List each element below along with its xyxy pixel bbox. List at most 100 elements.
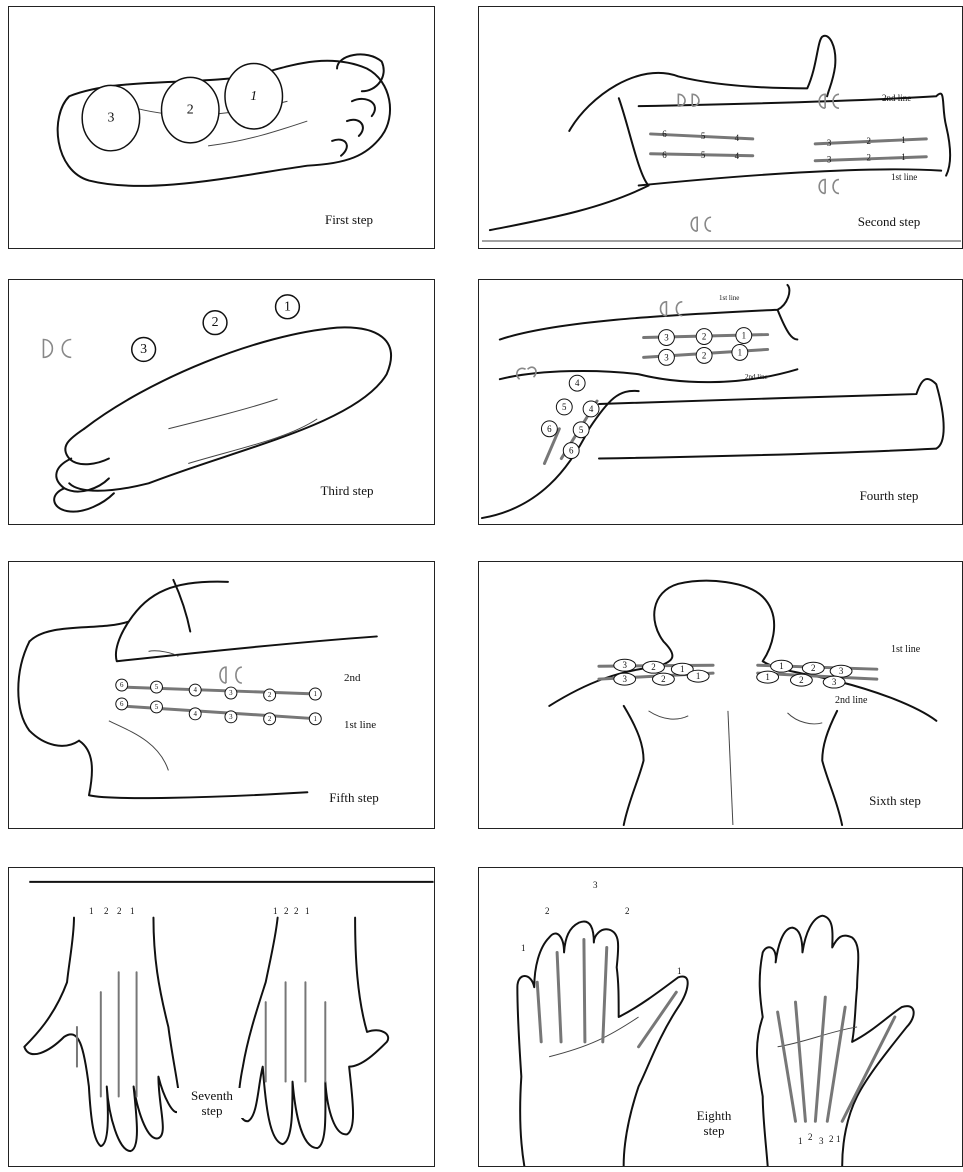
svg-text:1: 1 xyxy=(680,664,684,674)
svg-text:2: 2 xyxy=(799,675,803,685)
first-line-label: 1st line xyxy=(344,719,376,731)
finger-label: 3 xyxy=(593,880,598,890)
svg-text:1: 1 xyxy=(314,690,318,698)
caption-second-step: Second step xyxy=(839,214,939,229)
finger-label: 1 xyxy=(273,906,278,916)
thigh-markers: 4 5 6 4 5 6 xyxy=(541,375,599,458)
svg-text:4: 4 xyxy=(575,378,580,388)
caption-first-step: First step xyxy=(309,212,389,227)
svg-text:6: 6 xyxy=(569,446,574,456)
foot-marker: 3 xyxy=(827,138,832,148)
symbol-icon xyxy=(517,302,683,379)
panel-second-step: 6 5 4 6 5 4 3 2 1 3 2 1 2nd line 1st lin… xyxy=(478,6,963,249)
neck-shoulders-illustration: 3 2 1 3 2 1 1 2 3 1 2 3 xyxy=(479,562,962,828)
back-of-hands-illustration xyxy=(9,868,434,1166)
svg-text:2: 2 xyxy=(702,332,706,342)
finger-label: 1 xyxy=(89,906,94,916)
symbol-icon xyxy=(678,94,839,231)
svg-text:2: 2 xyxy=(187,103,194,118)
caption-eighth-step: Eighth step xyxy=(684,1108,744,1138)
svg-text:3: 3 xyxy=(229,689,233,697)
svg-text:3: 3 xyxy=(664,352,669,362)
panel-eighth-step: 1 2 3 2 1 1 2 3 2 1 Eighth step xyxy=(478,867,963,1167)
second-line-label: 2nd xyxy=(344,672,361,684)
svg-text:2: 2 xyxy=(811,663,815,673)
svg-text:3: 3 xyxy=(622,660,627,670)
calf-marker: 5 xyxy=(701,150,706,160)
back-lying-illustration: 6 5 4 3 2 1 6 5 4 3 2 1 xyxy=(9,562,434,828)
svg-text:2: 2 xyxy=(212,315,219,330)
svg-text:2: 2 xyxy=(268,715,272,723)
first-line-label: 1st line xyxy=(891,644,920,655)
second-line-label: 2nd line xyxy=(745,373,768,381)
svg-text:6: 6 xyxy=(120,681,124,689)
panel-fifth-step: 6 5 4 3 2 1 6 5 4 3 2 1 2nd 1st line Fif… xyxy=(8,561,435,829)
svg-text:3: 3 xyxy=(839,666,844,676)
finger-label: 2 xyxy=(545,906,550,916)
second-line-label: 2nd line xyxy=(882,93,911,103)
svg-text:2: 2 xyxy=(702,350,706,360)
svg-text:4: 4 xyxy=(193,686,197,694)
calf-marker: 6 xyxy=(662,129,667,139)
finger-label: 1 xyxy=(305,906,310,916)
svg-text:3: 3 xyxy=(664,333,669,343)
finger-label: 1 xyxy=(836,1134,841,1144)
caption-seventh-step: Seventh step xyxy=(177,1088,247,1118)
svg-text:2: 2 xyxy=(661,674,665,684)
svg-text:3: 3 xyxy=(107,111,114,126)
calf-marker: 5 xyxy=(701,131,706,141)
finger-label: 2 xyxy=(294,906,299,916)
finger-label: 2 xyxy=(829,1134,834,1144)
panel-third-step: 3 2 1 Third step xyxy=(8,279,435,525)
svg-text:5: 5 xyxy=(155,683,159,691)
finger-label: 2 xyxy=(284,906,289,916)
svg-text:3: 3 xyxy=(622,674,627,684)
symbol-icon xyxy=(220,667,242,683)
calf-marker: 6 xyxy=(662,150,667,160)
svg-text:4: 4 xyxy=(193,710,197,718)
palm-arrows xyxy=(537,940,895,1122)
marker-2: 2 xyxy=(161,77,219,142)
first-line-label: 1st line xyxy=(891,172,917,182)
caption-fourth-step: Fourth step xyxy=(839,488,939,503)
caption-line: step xyxy=(684,1123,744,1138)
svg-text:6: 6 xyxy=(547,424,552,434)
svg-text:1: 1 xyxy=(765,672,769,682)
svg-text:3: 3 xyxy=(140,342,147,357)
caption-third-step: Third step xyxy=(307,483,387,498)
marker-1: 1 xyxy=(225,64,283,129)
svg-text:2: 2 xyxy=(651,662,655,672)
calf-marker: 4 xyxy=(735,133,740,143)
finger-label: 1 xyxy=(677,966,682,976)
finger-label: 3 xyxy=(819,1136,824,1146)
svg-text:1: 1 xyxy=(314,715,318,723)
finger-arrows xyxy=(77,972,325,1096)
panel-sixth-step: 3 2 1 3 2 1 1 2 3 1 2 3 1st line 2nd lin… xyxy=(478,561,963,829)
caption-sixth-step: Sixth step xyxy=(855,793,935,808)
foot-marker: 2 xyxy=(867,136,871,146)
svg-text:5: 5 xyxy=(579,425,584,435)
caption-fifth-step: Fifth step xyxy=(309,790,399,805)
svg-text:5: 5 xyxy=(562,402,567,412)
finger-label: 1 xyxy=(798,1136,803,1146)
svg-text:1: 1 xyxy=(779,661,783,671)
marker-3: 3 xyxy=(82,85,140,150)
panel-first-step: 3 2 1 First step xyxy=(8,6,435,249)
svg-text:1: 1 xyxy=(742,331,746,341)
finger-label: 2 xyxy=(625,906,630,916)
foot-marker: 1 xyxy=(901,135,905,145)
svg-text:1: 1 xyxy=(738,347,742,357)
svg-text:3: 3 xyxy=(229,713,233,721)
svg-text:4: 4 xyxy=(589,404,594,414)
finger-label: 2 xyxy=(117,906,122,916)
marker-1: 1 xyxy=(276,295,300,319)
symbol-icon xyxy=(43,340,71,358)
calf-marker: 4 xyxy=(735,151,740,161)
finger-label: 1 xyxy=(521,943,526,953)
finger-label: 1 xyxy=(130,906,135,916)
foot-marker: 2 xyxy=(867,153,871,163)
foot-marker: 3 xyxy=(827,155,832,165)
svg-text:1: 1 xyxy=(250,89,257,104)
svg-text:1: 1 xyxy=(284,299,291,314)
panel-fourth-step: 3 2 1 3 2 1 4 5 6 4 5 6 1st line 2nd lin… xyxy=(478,279,963,525)
